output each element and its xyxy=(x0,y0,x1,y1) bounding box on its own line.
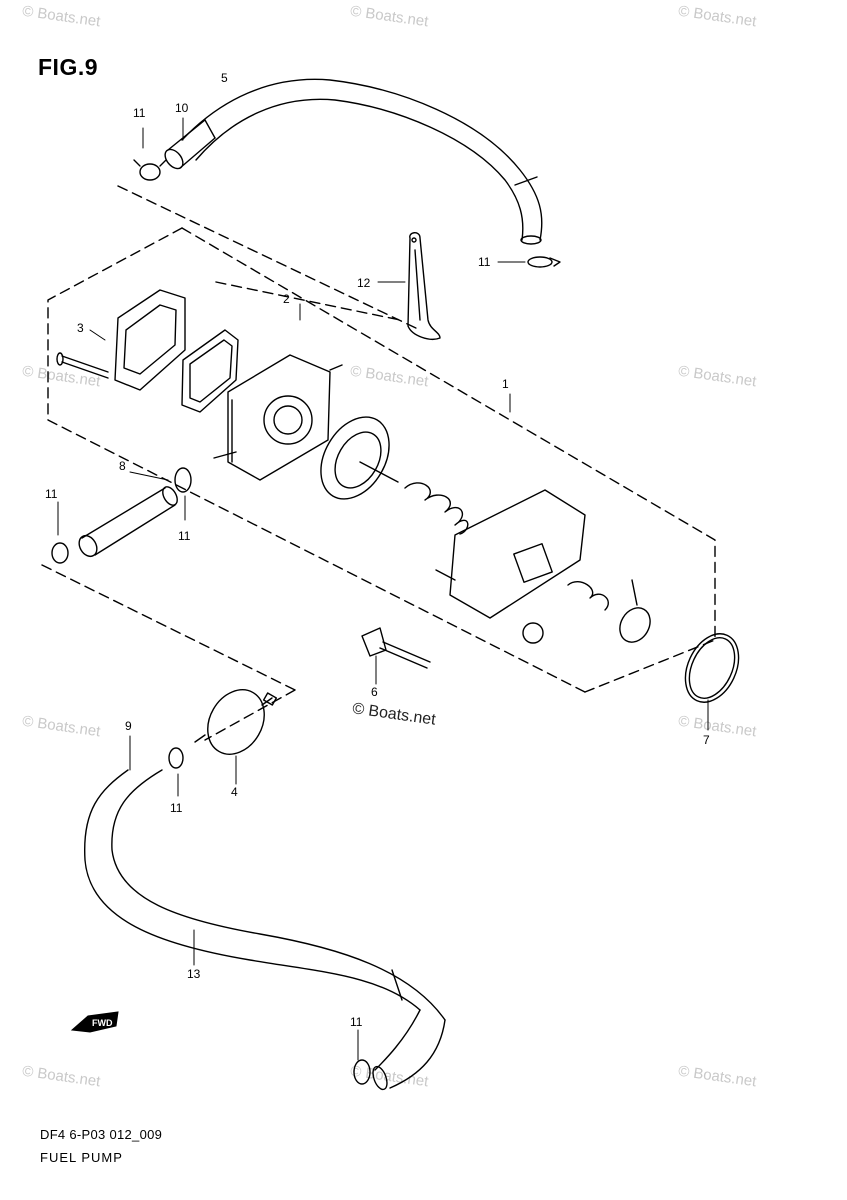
pump-cover xyxy=(435,489,586,619)
callout-11: 11 xyxy=(45,487,58,501)
hose-clip xyxy=(527,256,561,268)
callout-1: 1 xyxy=(502,377,509,391)
hose-clip xyxy=(168,747,184,769)
callout-9: 9 xyxy=(125,719,132,733)
callout-7: 7 xyxy=(703,733,710,747)
forward-arrow-label: FWD xyxy=(92,1018,113,1028)
callout-10: 10 xyxy=(175,101,189,115)
figure-title: FIG.9 xyxy=(38,54,99,80)
callout-6: 6 xyxy=(371,685,378,699)
spring xyxy=(404,482,469,535)
hose-clip xyxy=(133,159,167,181)
upper-fuel-hose xyxy=(181,78,543,245)
forward-arrow-icon: FWD xyxy=(70,1011,119,1033)
gasket xyxy=(181,329,239,413)
cover-plate xyxy=(114,289,186,391)
o-ring xyxy=(684,633,740,703)
nut xyxy=(522,622,544,644)
callout-11: 11 xyxy=(350,1015,363,1029)
callout-11: 11 xyxy=(170,801,183,815)
assembly-boundary xyxy=(41,185,716,741)
callout-11: 11 xyxy=(478,255,491,269)
drawing-code: DF4 6-P03 012_009 xyxy=(40,1127,163,1142)
pump-body xyxy=(213,354,343,481)
valve-spring xyxy=(567,580,609,611)
screw xyxy=(56,352,109,379)
callouts: 5 11 10 11 12 2 3 1 8 11 11 6 7 9 11 4 1… xyxy=(45,71,710,1029)
callout-8: 8 xyxy=(119,459,126,473)
hose-clip xyxy=(51,542,69,564)
callout-12: 12 xyxy=(357,276,371,290)
hose-clip xyxy=(174,467,192,493)
fuel-filter xyxy=(194,689,278,755)
callout-13: 13 xyxy=(187,967,201,981)
hose-fitting xyxy=(164,119,216,170)
lower-fuel-hose xyxy=(83,769,446,1091)
callout-3: 3 xyxy=(77,321,84,335)
valve-plunger xyxy=(619,579,651,643)
mounting-strap xyxy=(407,232,441,340)
callout-11: 11 xyxy=(178,529,191,543)
callout-2: 2 xyxy=(283,292,290,306)
bolt xyxy=(361,627,431,669)
short-hose xyxy=(78,486,178,558)
hose-clip xyxy=(353,1059,371,1085)
diagram-caption: FUEL PUMP xyxy=(40,1150,123,1165)
callout-4: 4 xyxy=(231,785,238,799)
callout-5: 5 xyxy=(221,71,228,85)
callout-11: 11 xyxy=(133,106,146,120)
diaphragm xyxy=(320,416,399,500)
